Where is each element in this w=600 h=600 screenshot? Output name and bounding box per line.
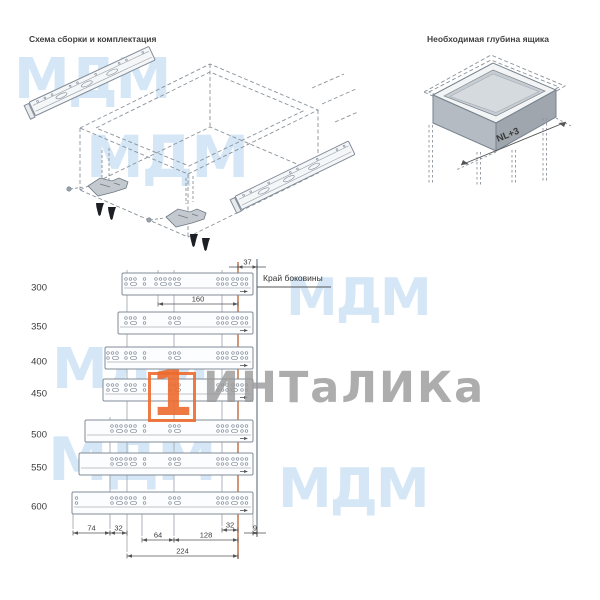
rail-350	[117, 311, 254, 335]
dimension-74: 74	[72, 524, 111, 536]
depth-section-title: Необходимая глубина ящика	[427, 34, 549, 44]
dim-value: 32	[114, 524, 122, 533]
watermark-mdm: МДМ	[286, 268, 432, 328]
dim-value: 32	[226, 521, 234, 530]
depth-dimension	[460, 121, 567, 166]
front-fixing-clip-right	[146, 176, 210, 251]
side-edge-label: Край боковины	[263, 273, 323, 283]
dim-value: 128	[200, 531, 213, 540]
drawer-box-solid	[431, 62, 558, 152]
front-fixing-clip-left	[66, 148, 129, 220]
rail-length-label: 400	[31, 357, 47, 368]
rail-length-label: 350	[31, 322, 47, 333]
dim-value: 9	[253, 524, 257, 533]
slide-rail-left	[23, 46, 156, 120]
dimension-37: 37	[229, 258, 266, 270]
rail-length-label: 450	[31, 389, 47, 400]
brand-logo-box	[148, 372, 196, 422]
rail-length-label: 300	[31, 283, 47, 294]
slide-rail-right	[229, 140, 356, 214]
brand-logo-one: 1	[150, 357, 194, 430]
rail-400	[104, 346, 254, 370]
rail-length-label: 500	[31, 430, 47, 441]
dim-value: 160	[192, 295, 205, 304]
assembly-exploded-diagram	[23, 46, 359, 251]
dim-value: 224	[176, 547, 189, 556]
dim-value: 37	[243, 258, 251, 267]
dim-value: 64	[154, 531, 162, 540]
dimension-64: 64	[141, 531, 175, 543]
drawer-depth-diagram: NL+3	[423, 54, 572, 185]
rail-450	[102, 378, 254, 402]
rail-length-label: 600	[31, 502, 47, 513]
rail-600	[71, 491, 254, 515]
rail-550	[78, 452, 254, 476]
dimension-32: 32	[221, 521, 239, 533]
assembly-section-title: Схема сборки и комплектация	[29, 34, 157, 44]
dim-value: 74	[87, 524, 95, 533]
brand-watermark-text: ИНТаЛИКа	[203, 363, 486, 413]
dimension-224: 224	[126, 547, 239, 559]
dimension-9: 9	[244, 524, 266, 536]
rail-length-label: 550	[31, 463, 47, 474]
dimension-160: 160	[157, 295, 239, 307]
dimension-128: 128	[173, 531, 239, 543]
watermark-mdm: МДМ	[278, 457, 430, 520]
rail-300	[121, 272, 254, 296]
dimension-32: 32	[109, 524, 128, 536]
